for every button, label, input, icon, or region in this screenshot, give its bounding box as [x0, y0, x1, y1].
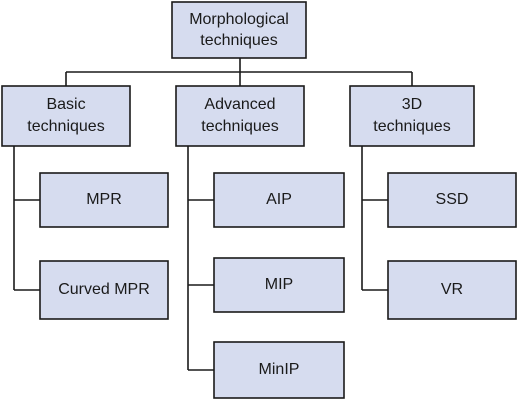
leaf-node: SSD [387, 172, 517, 228]
root-node: Morphological techniques [171, 1, 307, 59]
category-label-line-2: techniques [27, 118, 104, 135]
category-label-line-1: 3D [402, 96, 422, 113]
category-label-line-1: Basic [46, 96, 85, 113]
category-label-line-2: techniques [201, 118, 278, 135]
leaf-label: MinIP [259, 361, 300, 378]
category-node-advanced: Advanced techniques [175, 85, 305, 147]
leaf-label: VR [441, 281, 463, 298]
leaf-label: SSD [436, 191, 469, 208]
leaf-label: Curved MPR [58, 281, 150, 298]
category-node-basic: Basic techniques [1, 85, 131, 147]
leaf-node: MPR [39, 172, 169, 228]
leaf-node: Curved MPR [39, 260, 169, 320]
root-label-line-1: Morphological [189, 11, 289, 28]
leaf-label: MPR [86, 191, 122, 208]
connectors [13, 58, 413, 371]
category-label-line-1: Advanced [204, 96, 275, 113]
leaf-node: MinIP [213, 341, 345, 399]
category-node-3d: 3D techniques [349, 85, 475, 147]
leaf-label: AIP [266, 191, 292, 208]
leaf-node: AIP [213, 172, 345, 228]
leaf-label: MIP [265, 276, 293, 293]
root-label-line-2: techniques [200, 32, 277, 49]
category-label-line-2: techniques [373, 118, 450, 135]
leaf-node: MIP [213, 257, 345, 313]
leaf-node: VR [387, 260, 517, 320]
